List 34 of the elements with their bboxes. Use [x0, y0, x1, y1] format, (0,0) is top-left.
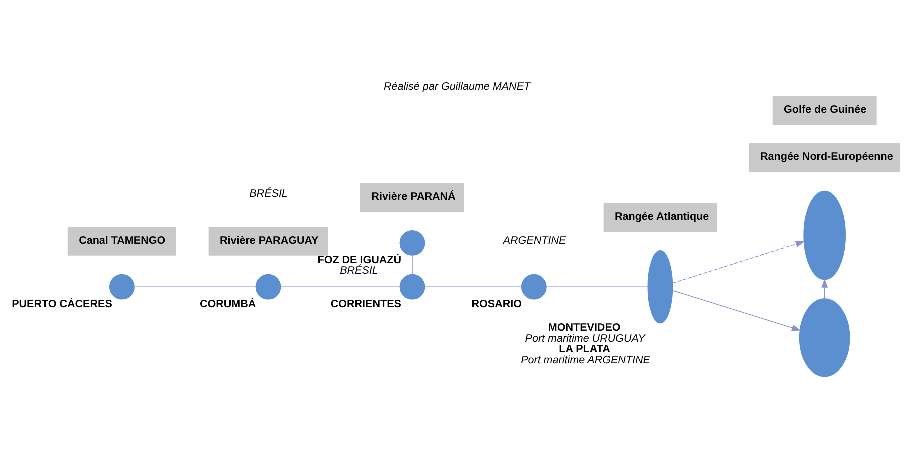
node-label: CORRIENTES: [330, 298, 401, 310]
arrow: [672, 240, 805, 284]
node-circle: [109, 274, 134, 300]
diagram-title: Réalisé par Guillaume MANET: [384, 80, 530, 93]
node-circle: [399, 230, 425, 256]
node-box: Rangée Atlantique: [603, 203, 717, 232]
node-circle: [399, 274, 425, 300]
node-box: Rangée Nord-Européenne: [748, 143, 900, 172]
node-label: CORUMBÁ: [199, 298, 256, 310]
node-box: Rivière PARAGUAY: [208, 226, 328, 256]
label: ARGENTINE: [502, 234, 566, 246]
node-label: LA PLATA: [558, 343, 610, 356]
connector: [134, 286, 256, 287]
node-box: Golfe de Guinée: [772, 96, 876, 124]
node-ellipse: [803, 190, 846, 280]
node-circle: [255, 274, 281, 300]
node-box: Canal TAMENGO: [67, 226, 176, 256]
node-label: BRÉSIL: [340, 264, 378, 277]
connector: [546, 286, 648, 287]
node-label: Port maritime ARGENTINE: [520, 354, 650, 366]
node-ellipse: [798, 298, 850, 377]
connector: [424, 286, 522, 287]
node-box: Rivière PARANÁ: [360, 183, 464, 212]
label: BRÉSIL: [249, 187, 288, 200]
node-ellipse: [647, 250, 673, 324]
arrow: [672, 290, 801, 331]
node-label: ROSARIO: [471, 298, 522, 310]
node-label: PUERTO CÁCERES: [12, 298, 112, 310]
node-label: Port maritime URUGUAY: [524, 332, 645, 344]
node-label: FOZ DE IGUAZÚ: [317, 254, 402, 266]
node-circle: [520, 274, 546, 300]
connector: [280, 286, 400, 287]
node-label: MONTEVIDEO: [548, 322, 620, 334]
arrow: [821, 278, 828, 299]
